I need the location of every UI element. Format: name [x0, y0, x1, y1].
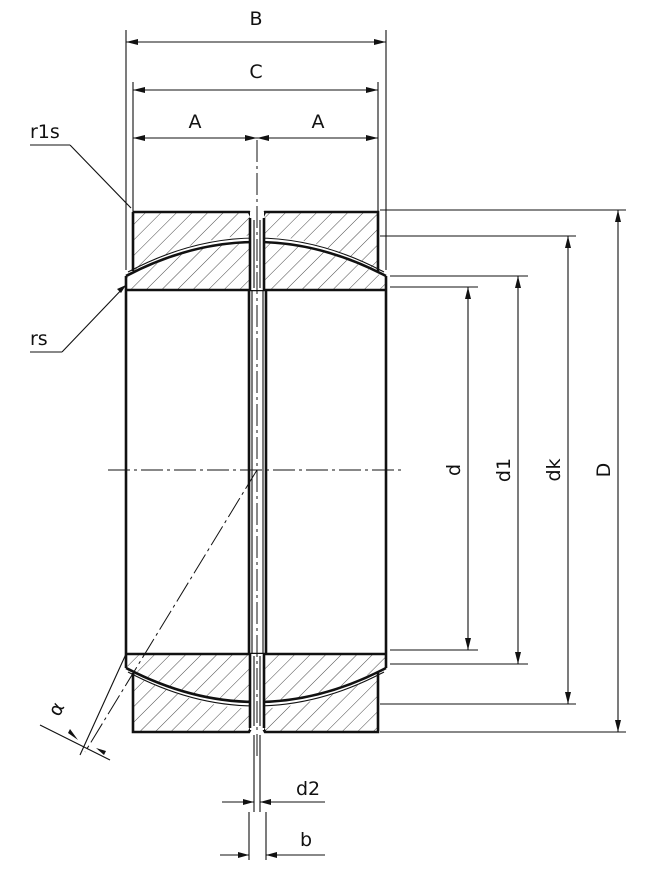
label-C: C — [249, 61, 262, 83]
lubrication-hole-bottom — [248, 654, 266, 730]
angle-alpha: α — [39, 653, 127, 761]
label-d2: d2 — [296, 778, 320, 800]
label-D: D — [593, 463, 615, 478]
label-rs: rs — [30, 328, 48, 350]
dimension-A: A A — [133, 111, 378, 141]
callout-rs: rs — [30, 284, 127, 353]
inner-ring-bore — [124, 290, 388, 654]
label-alpha: α — [44, 698, 69, 719]
label-d1: d1 — [493, 458, 515, 482]
callout-r1s: r1s — [30, 121, 132, 209]
label-A-right: A — [312, 111, 325, 133]
dimension-d: d — [390, 286, 478, 651]
label-b: b — [300, 829, 312, 851]
dimension-C: C — [132, 61, 379, 212]
label-d: d — [443, 464, 465, 476]
dimension-d1: d1 — [390, 275, 528, 665]
label-dk: dk — [543, 458, 565, 481]
dimension-b: b — [220, 812, 325, 860]
label-A-left: A — [189, 111, 202, 133]
dimension-d2: d2 — [222, 735, 325, 812]
label-B: B — [249, 8, 262, 30]
label-r1s: r1s — [30, 121, 60, 143]
dimension-dk: dk — [380, 235, 576, 705]
center-lines — [84, 140, 405, 760]
dimension-D: D — [380, 209, 626, 733]
dimension-B: B — [125, 8, 387, 270]
